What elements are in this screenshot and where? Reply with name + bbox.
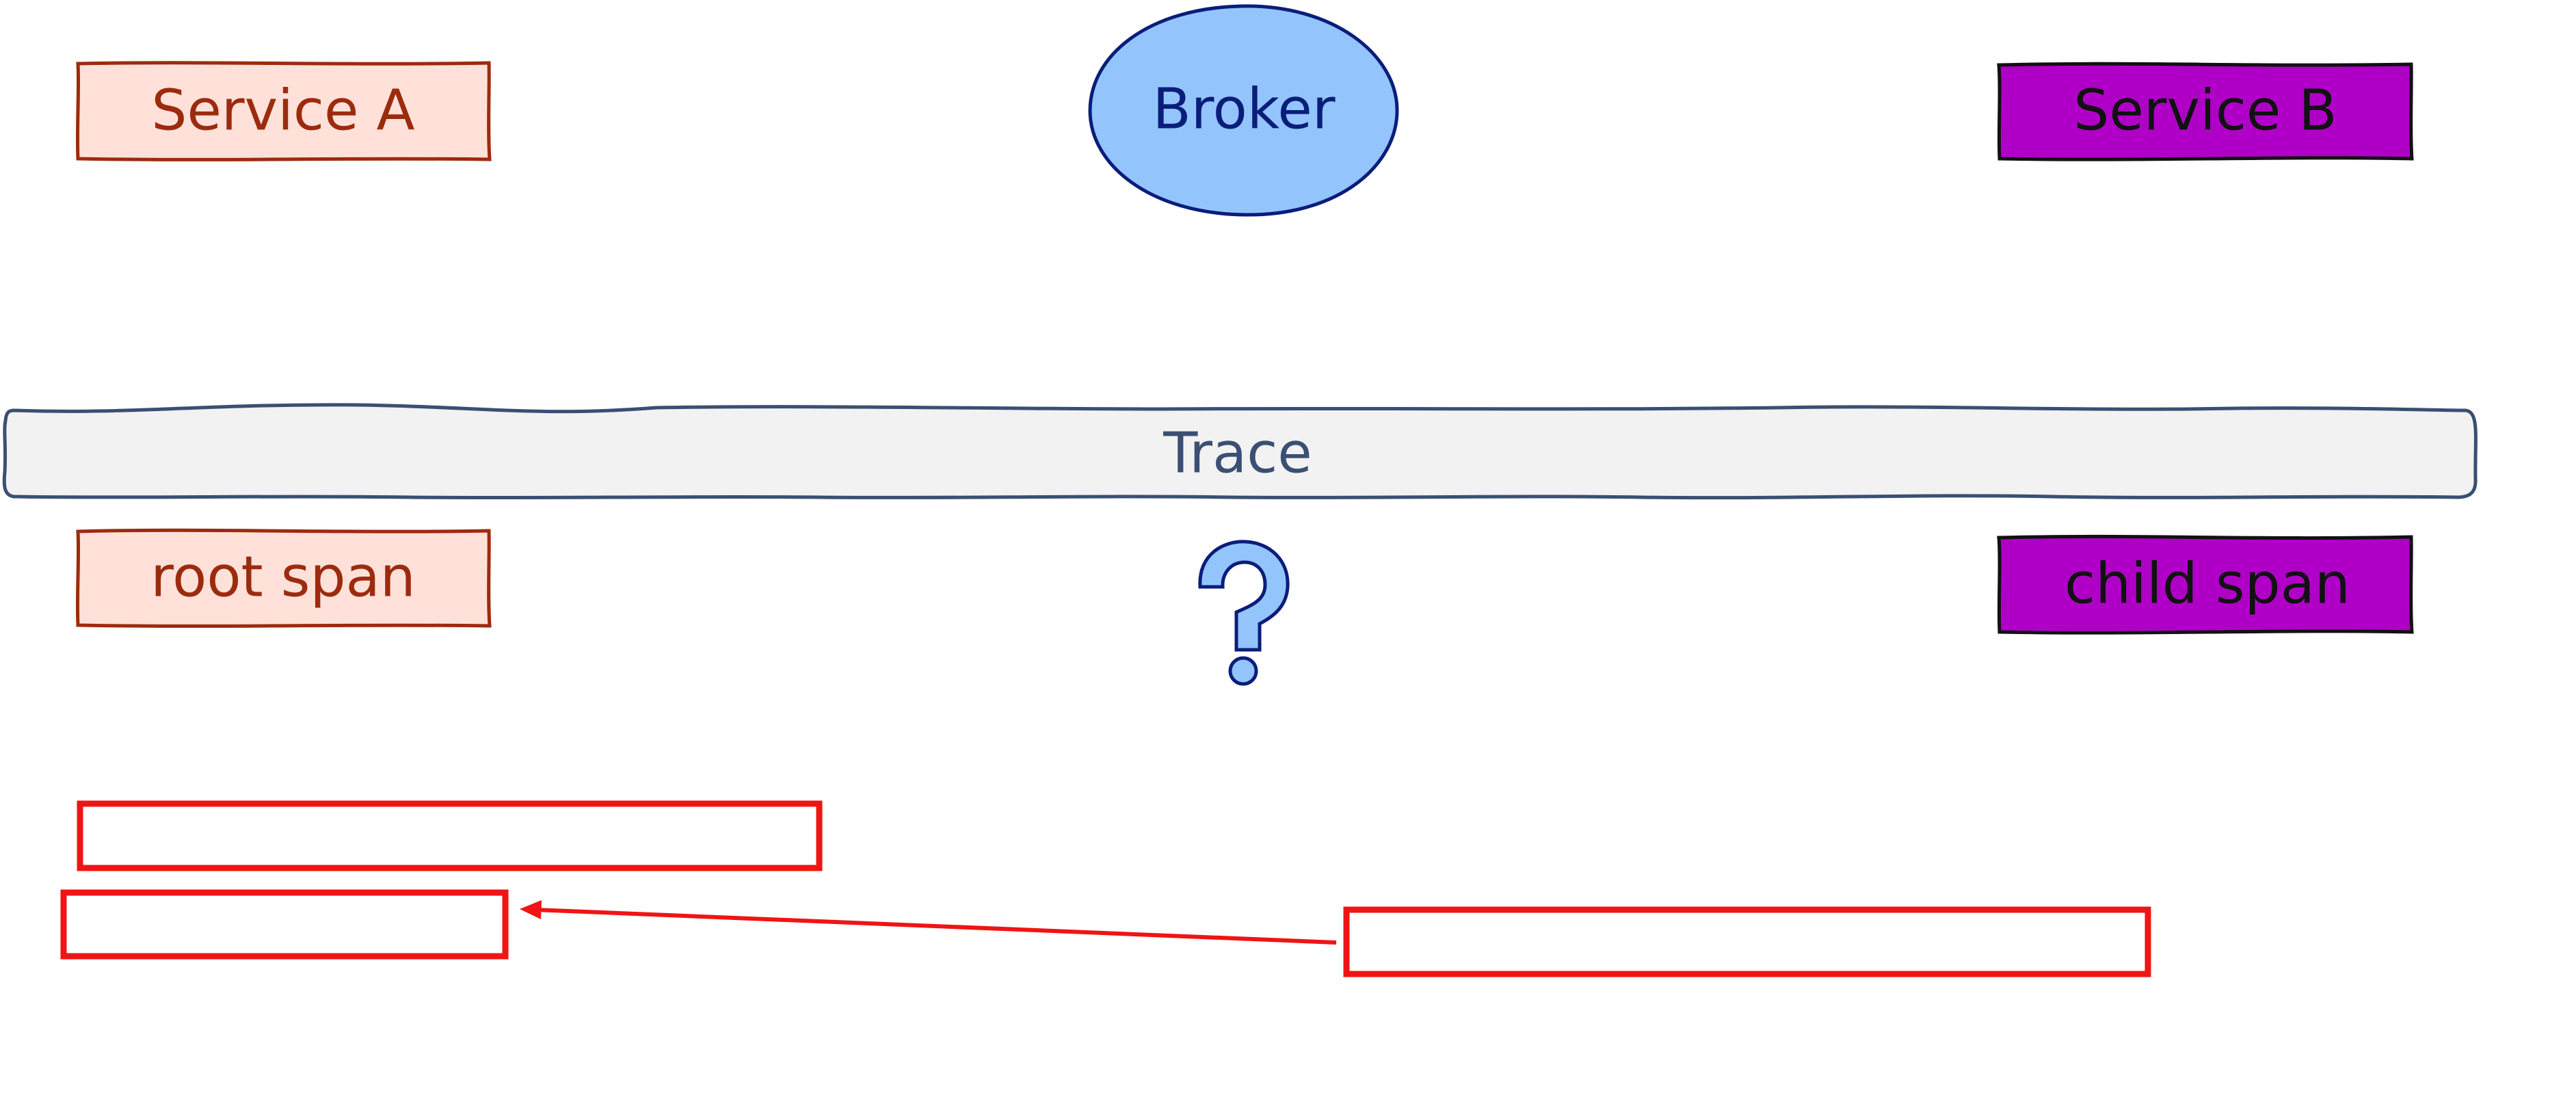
highlight-arrow-line (534, 908, 1337, 945)
root-span-node[interactable]: root span (75, 528, 492, 628)
service-b-label: Service B (2073, 79, 2337, 144)
question-mark-dot (1228, 656, 1258, 686)
service-a-node[interactable]: Service A (75, 61, 492, 161)
trace-bar[interactable]: Trace (2, 403, 2478, 500)
child-span-node[interactable]: child span (1997, 534, 2414, 635)
service-b-node[interactable]: Service B (1997, 62, 2414, 161)
root-span-box (75, 528, 492, 628)
trace-bar-shape (2, 403, 2478, 500)
question-mark-icon (1198, 540, 1290, 686)
highlight-arrow-head (520, 900, 542, 919)
broker-ellipse (1088, 4, 1399, 217)
broker-node[interactable]: Broker (1088, 4, 1399, 217)
service-a-label: Service A (151, 79, 414, 144)
highlight-box-2[interactable] (60, 889, 509, 960)
highlight-box-3[interactable] (1343, 906, 2151, 977)
question-mark-hook (1198, 540, 1290, 652)
highlight-box-1[interactable] (77, 800, 823, 871)
child-span-label: child span (2064, 552, 2350, 617)
child-span-box (1997, 534, 2414, 635)
service-b-box (1997, 62, 2414, 161)
broker-label: Broker (1152, 77, 1335, 142)
trace-label: Trace (1163, 421, 1312, 486)
root-span-label: root span (150, 545, 415, 610)
service-a-box (75, 61, 492, 161)
highlight-annotations (60, 800, 2151, 977)
